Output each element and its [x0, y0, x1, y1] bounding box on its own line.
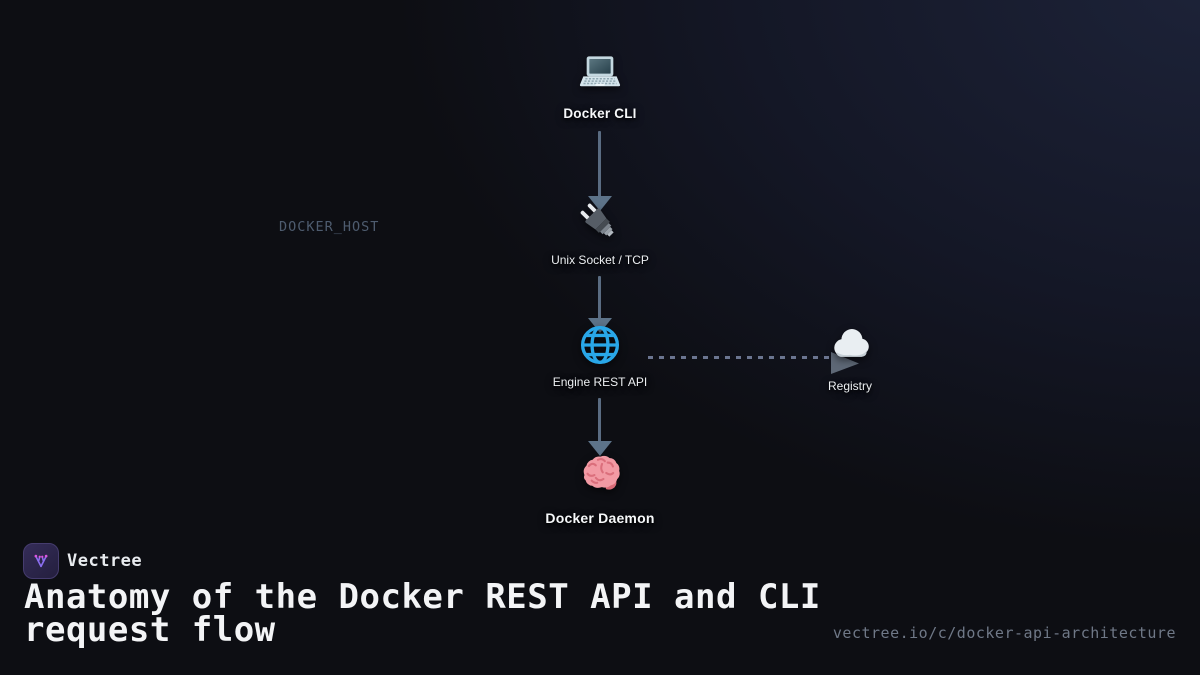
page-title: Anatomy of the Docker REST API and CLI r…: [24, 577, 821, 650]
page-title-line-1: Anatomy of the Docker REST API and CLI: [24, 577, 821, 617]
node-label-unix-socket: Unix Socket / TCP: [551, 253, 649, 267]
dashed-line-api-to-registry: [648, 356, 832, 359]
page-title-line-2: request flow: [24, 610, 276, 650]
arrow-api-to-daemon: [598, 398, 601, 442]
node-label-engine-rest-api: Engine REST API: [552, 375, 648, 389]
brand-name: Vectree: [67, 551, 143, 571]
docker-host-label: DOCKER_HOST: [279, 219, 380, 235]
arrow-cli-to-socket: [598, 131, 601, 197]
vectree-logo: [23, 543, 59, 579]
node-label-docker-cli: Docker CLI: [563, 106, 637, 121]
branch-icon: [34, 554, 48, 568]
plug-icon: [575, 198, 625, 253]
site-url: vectree.io/c/docker-api-architecture: [832, 624, 1176, 642]
node-label-docker-daemon: Docker Daemon: [545, 510, 655, 526]
laptop-icon: [576, 51, 624, 104]
globe-icon: [577, 322, 623, 373]
node-label-registry: Registry: [827, 379, 872, 393]
brain-icon: [575, 448, 625, 503]
arrow-socket-to-api: [598, 276, 601, 319]
cloud-icon: [827, 321, 873, 372]
